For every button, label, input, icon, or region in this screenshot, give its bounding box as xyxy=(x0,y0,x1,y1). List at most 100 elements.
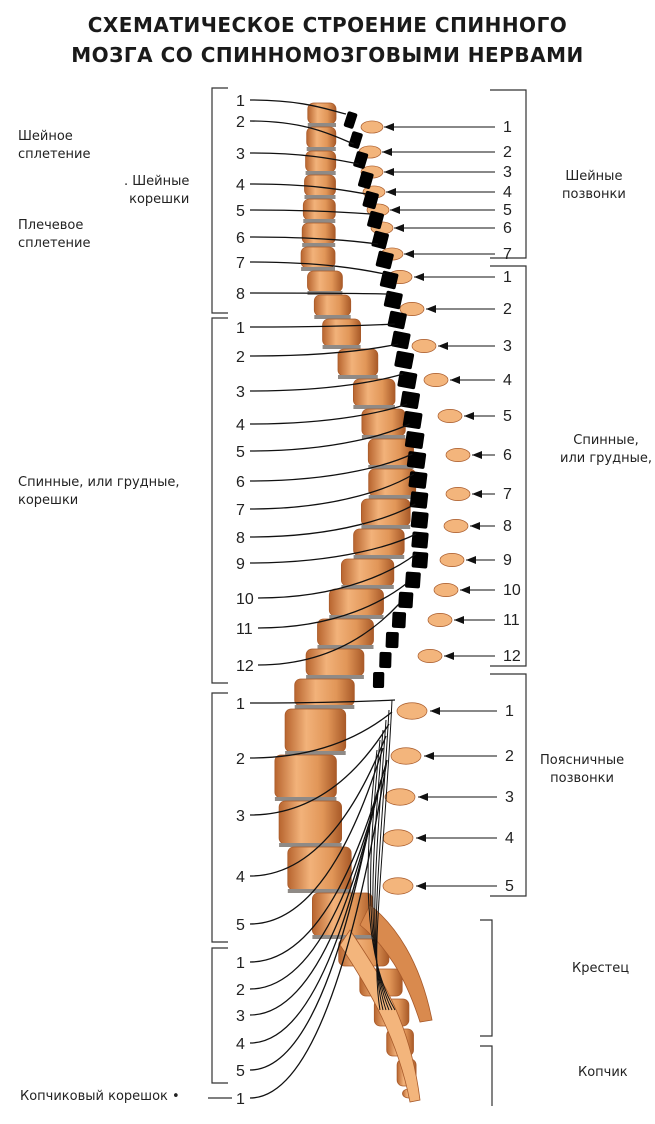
cord-segment xyxy=(387,310,407,330)
lumbar-vertebrae-line-2: позвонки xyxy=(550,771,614,786)
spinal-nerve-line xyxy=(249,261,385,275)
arrowhead xyxy=(454,616,464,624)
spinal-nerve-line xyxy=(249,723,390,816)
arrowhead xyxy=(386,188,396,196)
vertebral-body xyxy=(313,294,352,317)
spinous-process xyxy=(445,487,471,501)
arrowhead xyxy=(430,707,440,715)
spinous-process xyxy=(396,702,428,720)
spinous-process xyxy=(437,409,463,423)
vertebral-body xyxy=(337,348,379,377)
root-number-thoracic-4: 4 xyxy=(236,417,245,434)
intervertebral-disc xyxy=(307,123,336,127)
coccyx-bracket xyxy=(480,1045,493,1106)
arrowhead xyxy=(394,224,404,232)
intervertebral-disc xyxy=(361,435,406,439)
cauda-equina-strand xyxy=(370,739,393,1011)
spinous-process xyxy=(382,829,414,847)
vertebra-number-thoracic-4: 4 xyxy=(503,372,512,389)
root-number-lumbar-2: 2 xyxy=(236,751,245,768)
cord-segment xyxy=(367,210,384,230)
spinal-nerve-line xyxy=(249,711,393,759)
lumbar-vertebrae-line-1: Поясничные xyxy=(540,753,625,768)
arrowhead xyxy=(384,123,394,131)
intervertebral-disc xyxy=(304,195,336,199)
vertebra-number-thoracic-8: 8 xyxy=(503,518,512,535)
spinous-process xyxy=(439,553,465,567)
intervertebral-disc xyxy=(303,219,336,223)
vertebral-body xyxy=(368,468,417,497)
cord-segment xyxy=(383,290,403,310)
spinal-nerve-line xyxy=(249,453,413,482)
cord-segment xyxy=(343,111,358,129)
arrowhead xyxy=(450,376,460,384)
root-number-lumbar-4: 4 xyxy=(236,869,245,886)
vertebral-body xyxy=(284,708,347,753)
spinal-nerve-line xyxy=(249,373,404,392)
vertebra-number-thoracic-3: 3 xyxy=(503,338,512,355)
root-number-cervical-5: 5 xyxy=(236,203,245,220)
coccygeal-root-label: Копчиковый корешок • xyxy=(20,1089,180,1104)
brachial-plexus-line-1: Плечевое xyxy=(18,218,84,233)
arrowhead xyxy=(418,793,428,801)
cervical-roots-line-2: корешки xyxy=(129,192,190,207)
region-brackets xyxy=(208,87,527,1106)
intervertebral-disc xyxy=(279,843,342,847)
cord-segment xyxy=(404,431,425,449)
sacrum-label: Крестец xyxy=(572,961,630,976)
root-number-sacral-1: 1 xyxy=(236,955,245,972)
cord-segment xyxy=(406,451,427,469)
spinal-nerve-line xyxy=(249,473,415,510)
arrowhead xyxy=(404,250,414,258)
intervertebral-disc xyxy=(322,345,361,349)
left-region-bracket xyxy=(211,947,228,1084)
sacrum-bracket xyxy=(480,919,493,1037)
cervical-roots-label: . Шейные корешки xyxy=(124,173,189,209)
left-region-bracket xyxy=(211,317,228,684)
spinal-nerve-line xyxy=(249,759,388,1099)
arrowhead xyxy=(472,451,482,459)
vertebral-body xyxy=(306,126,337,149)
spinal-nerve-line xyxy=(249,152,359,165)
vertebra-number-cervical-5: 5 xyxy=(503,202,512,219)
root-number-thoracic-9: 9 xyxy=(236,556,245,573)
arrowhead xyxy=(444,652,454,660)
cord-segment xyxy=(408,471,428,489)
spinous-process xyxy=(417,649,443,663)
root-number-cervical-7: 7 xyxy=(236,255,245,272)
arrowhead xyxy=(384,168,394,176)
spinal-nerve-line xyxy=(249,735,387,877)
arrowhead xyxy=(426,305,436,313)
intervertebral-disc xyxy=(338,375,378,379)
intervertebral-disc xyxy=(301,267,335,271)
cervical-roots-line-1: . Шейные xyxy=(124,174,190,189)
cord-segment xyxy=(385,631,399,649)
cauda-equina-strand xyxy=(376,699,393,1011)
spinal-cord xyxy=(343,111,429,689)
vertebra-number-thoracic-10: 10 xyxy=(503,582,521,599)
spinal-nerve-line xyxy=(257,553,417,599)
cord-segment xyxy=(371,230,389,250)
arrowhead xyxy=(438,342,448,350)
cauda-equina-strand xyxy=(367,749,396,1011)
root-number-cervical-1: 1 xyxy=(236,93,245,110)
arrowhead xyxy=(466,556,476,564)
vertebra-number-thoracic-5: 5 xyxy=(503,408,512,425)
root-number-lumbar-1: 1 xyxy=(236,696,245,713)
spinal-nerve-line xyxy=(249,423,410,452)
spinous-process xyxy=(443,519,469,533)
spinal-nerve-line xyxy=(249,699,396,704)
cauda-equina-strand xyxy=(374,719,387,1011)
spinous-process xyxy=(427,613,453,627)
spinal-nerve-line xyxy=(249,323,395,328)
root-number-thoracic-2: 2 xyxy=(236,349,245,366)
vertebral-body xyxy=(278,800,343,845)
right-region-bracket xyxy=(490,673,527,897)
spinal-nerve-line xyxy=(257,603,400,666)
root-number-thoracic-5: 5 xyxy=(236,444,245,461)
root-number-cervical-6: 6 xyxy=(236,230,245,247)
root-number-cervical-8: 8 xyxy=(236,286,245,303)
arrowhead xyxy=(416,834,426,842)
root-number-thoracic-12: 12 xyxy=(236,658,254,675)
root-number-thoracic-7: 7 xyxy=(236,502,245,519)
